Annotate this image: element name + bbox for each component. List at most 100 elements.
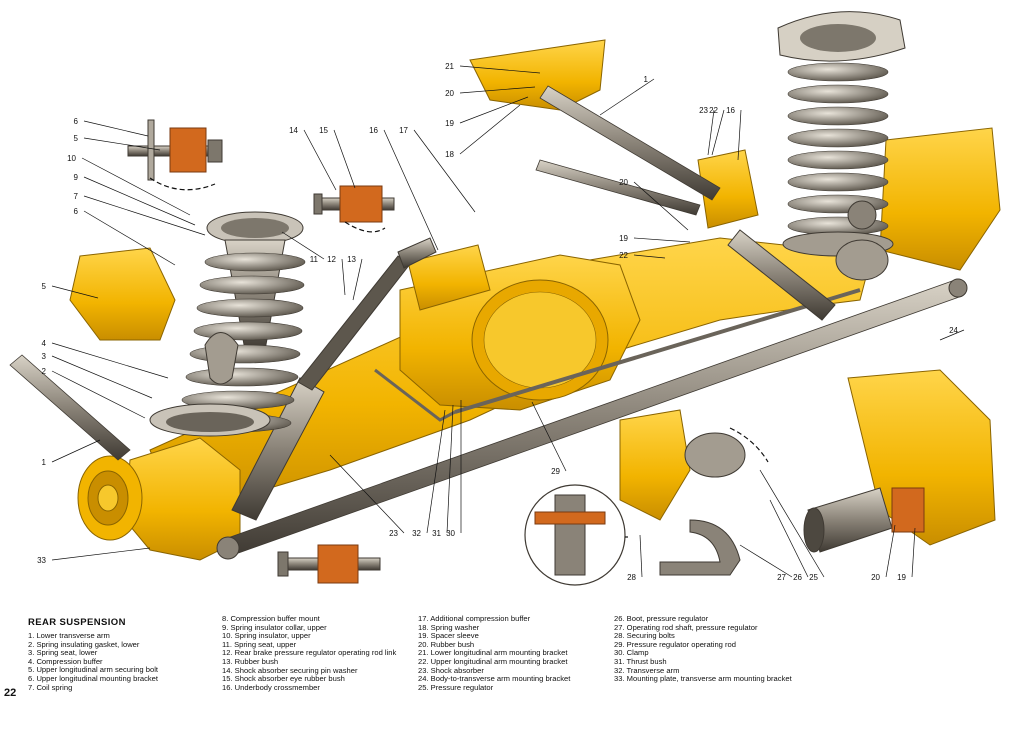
callout-number: 12: [327, 255, 336, 264]
legend-item: 8. Compression buffer mount: [222, 614, 320, 623]
leader-line: [739, 544, 793, 578]
leader-line: [426, 409, 446, 534]
callout-number: 23: [699, 106, 708, 115]
leader-line: [329, 454, 405, 534]
leader-line: [383, 129, 439, 251]
legend-item: 10. Spring insulator, upper: [222, 631, 311, 641]
callout-number: 21: [445, 62, 454, 71]
leader-line: [51, 355, 153, 399]
inset-regulator-assembly: [659, 432, 746, 576]
page-title: REAR SUSPENSION: [28, 617, 126, 628]
callout-number: 24: [949, 326, 958, 335]
legend-item: 15. Shock absorber eye rubber bush: [222, 674, 345, 684]
leader-line: [885, 524, 896, 578]
page-number: 22: [4, 687, 17, 699]
regulator-operating-rod: [374, 288, 861, 422]
legend-item: 9. Spring insulator collar, upper: [222, 622, 327, 632]
legend-item: 22. Upper longitudinal arm mounting brac…: [418, 656, 568, 666]
callout-number: 1: [42, 458, 47, 467]
leader-line: [599, 78, 655, 116]
leader-line: [51, 285, 99, 299]
callout-number: 33: [37, 556, 46, 565]
dashed-arcs: [149, 177, 769, 538]
callout-number: 31: [432, 529, 441, 538]
callout-number: 20: [619, 178, 628, 187]
callout-number: 15: [319, 126, 328, 135]
inset-regulator-detail: [524, 484, 626, 586]
legend-item: 31. Thrust bush: [614, 656, 667, 666]
pressure-regulator: [835, 200, 889, 281]
callout-number: 13: [347, 255, 356, 264]
legend-item: 13. Rubber bush: [222, 656, 279, 666]
leader-line: [707, 109, 715, 156]
callout-number: 20: [871, 573, 880, 582]
transverse-arm: [216, 278, 968, 560]
callout-number: 32: [412, 529, 421, 538]
legend-item: 4. Compression buffer: [28, 656, 103, 666]
leader-line: [459, 86, 536, 94]
legend-item: 3. Spring seat, lower: [28, 648, 98, 658]
legend-item: 18. Spring washer: [418, 622, 480, 632]
legend-column-2: 8. Compression buffer mount 9. Spring in…: [222, 614, 396, 692]
leader-line: [633, 254, 666, 259]
legend-column-4: 26. Boot, pressure regulator 27. Operati…: [614, 614, 792, 684]
legend-item: 32. Transverse arm: [614, 665, 680, 675]
legend-item: 23. Shock absorber: [418, 665, 484, 675]
legend-item: 24. Body-to-transverse arm mounting brac…: [418, 674, 571, 684]
leader-line: [83, 210, 176, 266]
upper-longitudinal-arm: [535, 85, 721, 216]
callout-number: 22: [619, 251, 628, 260]
legend-item: 20. Rubber bush: [418, 639, 475, 649]
leader-line: [83, 195, 206, 236]
legend-item: 26. Boot, pressure regulator: [614, 614, 709, 623]
callout-number: 9: [74, 173, 79, 182]
callout-number: 20: [445, 89, 454, 98]
leader-line: [639, 534, 643, 578]
legend-item: 17. Additional compression buffer: [418, 614, 531, 623]
shock-absorber-right: [727, 229, 836, 321]
leader-line: [333, 129, 356, 189]
callout-number: 14: [289, 126, 298, 135]
lower-transverse-arm: [9, 354, 131, 461]
leader-line: [531, 401, 567, 472]
leader-line: [759, 469, 825, 578]
callout-number: 19: [619, 234, 628, 243]
callout-number: 28: [627, 573, 636, 582]
leader-line: [459, 104, 521, 155]
callout-number: 6: [74, 207, 79, 216]
callout-number: 6: [74, 117, 79, 126]
inset-shock-bush: [313, 185, 395, 223]
leader-line: [459, 65, 541, 74]
callout-number: 1: [644, 75, 649, 84]
callout-number: 18: [445, 150, 454, 159]
callout-number: 17: [399, 126, 408, 135]
spring-brackets: [69, 39, 1001, 546]
callout-number: 11: [310, 255, 319, 264]
leader-line: [939, 329, 965, 341]
legend-item: 7. Coil spring: [28, 682, 73, 692]
callout-number: 27: [777, 573, 786, 582]
leader-line: [413, 129, 476, 213]
leader-line: [83, 137, 161, 151]
leader-line: [51, 342, 169, 379]
callout-number: 5: [74, 134, 79, 143]
leader-line: [81, 157, 191, 216]
legend: REAR SUSPENSION 22 1. Lower transverse a…: [0, 605, 1024, 750]
callout-number: 30: [446, 529, 455, 538]
inset-right-bushing: [803, 487, 925, 553]
leader-line: [51, 439, 101, 463]
leader-line: [281, 231, 325, 260]
callout-number: 19: [897, 573, 906, 582]
leader-line: [83, 176, 196, 226]
leader-line: [737, 109, 742, 161]
callout-number: 19: [445, 119, 454, 128]
legend-item: 6. Upper longitudinal mounting bracket: [28, 673, 159, 683]
leader-line: [303, 129, 337, 191]
legend-item: 14. Shock absorber securing pin washer: [222, 665, 358, 675]
legend-column-3: 17. Additional compression buffer 18. Sp…: [418, 614, 571, 692]
callout-number: 10: [67, 154, 76, 163]
legend-item: 27. Operating rod shaft, pressure regula…: [614, 622, 758, 632]
leader-line: [459, 96, 529, 124]
legend-item: 5. Upper longitudinal arm securing bolt: [28, 665, 159, 675]
